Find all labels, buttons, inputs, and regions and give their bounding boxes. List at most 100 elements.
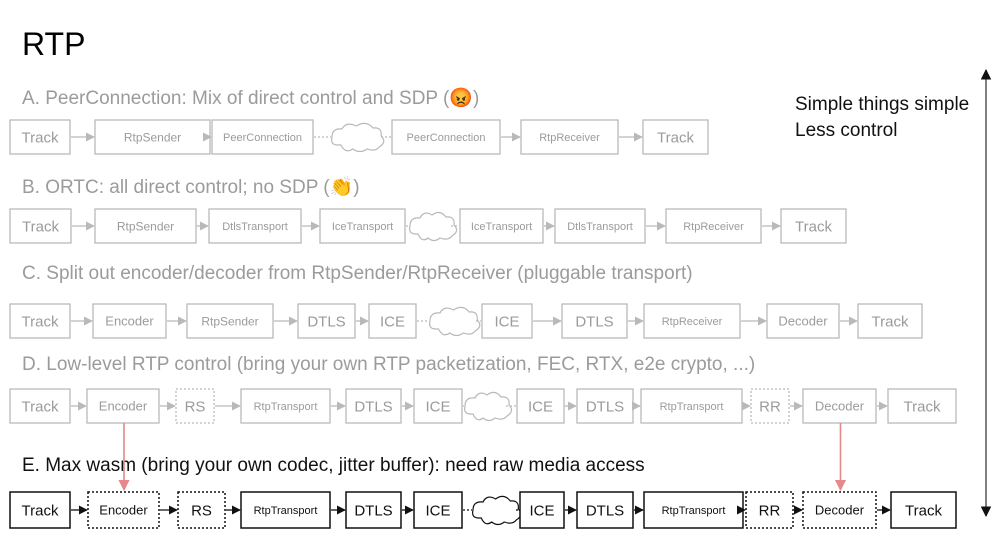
rtptransport-label: RtpTransport xyxy=(662,505,726,517)
rr-label: RR xyxy=(759,398,781,415)
track-label: Track xyxy=(22,398,59,415)
dtlstransport-box xyxy=(208,208,302,244)
dtls-box xyxy=(561,303,628,339)
track-box xyxy=(9,303,71,339)
rs-box xyxy=(175,388,215,424)
cloud-icon xyxy=(409,211,458,242)
ice-label: ICE xyxy=(425,502,450,519)
decoder-box xyxy=(766,303,840,339)
track-label: Track xyxy=(22,502,59,519)
dtlstransport-box xyxy=(554,208,646,244)
ice-box xyxy=(481,303,533,339)
dtls-label: DTLS xyxy=(586,398,624,415)
cloud-icon xyxy=(331,122,385,153)
ice-box xyxy=(413,491,463,529)
slide-title: RTP xyxy=(22,26,86,62)
track-box xyxy=(9,491,71,529)
dtls-box xyxy=(576,491,634,529)
peerconnection-label: PeerConnection xyxy=(407,132,486,144)
track-box xyxy=(857,303,923,339)
track-box xyxy=(642,119,709,155)
peerconnection-box xyxy=(211,119,314,155)
rtpreceiver-label: RtpReceiver xyxy=(683,221,744,233)
track-box xyxy=(887,388,957,424)
rtpreceiver-box xyxy=(520,119,619,155)
decoder-box xyxy=(802,491,877,529)
rtptransport-label: RtpTransport xyxy=(660,401,724,413)
side-note-line-1: Simple things simple xyxy=(795,94,970,115)
icetransport-box xyxy=(459,208,544,244)
encoder-box xyxy=(92,303,167,339)
icetransport-box xyxy=(319,208,406,244)
side-note-line-2: Less control xyxy=(795,120,898,141)
track-box xyxy=(9,208,72,244)
ice-label: ICE xyxy=(528,398,553,415)
track-label: Track xyxy=(22,129,59,146)
cloud-icon xyxy=(464,391,513,422)
track-label: Track xyxy=(795,218,832,235)
track-label: Track xyxy=(905,502,942,519)
rtptransport-box xyxy=(240,491,331,529)
track-label: Track xyxy=(904,398,941,415)
rtptransport-label: RtpTransport xyxy=(254,505,318,517)
rtpreceiver-box xyxy=(665,208,762,244)
side-note: Simple things simple Less control xyxy=(795,92,969,144)
rtpreceiver-box xyxy=(643,303,741,339)
rtpreceiver-label: RtpReceiver xyxy=(662,316,723,328)
rtpsender-box xyxy=(186,303,274,339)
rtpreceiver-label: RtpReceiver xyxy=(539,132,600,144)
ice-box xyxy=(413,388,463,424)
ice-box xyxy=(519,491,565,529)
rtptransport-label: RtpTransport xyxy=(254,401,318,413)
encoder-label: Encoder xyxy=(99,399,148,414)
rtpsender-label: RtpSender xyxy=(201,314,258,328)
dtls-box xyxy=(576,388,634,424)
rs-box xyxy=(177,491,226,529)
row-a-heading: A. PeerConnection: Mix of direct control… xyxy=(22,88,480,109)
rr-box xyxy=(745,491,794,529)
track-box xyxy=(890,491,957,529)
track-label: Track xyxy=(22,313,59,330)
dtls-label: DTLS xyxy=(575,313,613,330)
track-box xyxy=(9,388,71,424)
row-a-pipeline: Track RtpSender PeerConnection PeerConnecti… xyxy=(9,119,709,155)
track-box xyxy=(780,208,847,244)
track-label: Track xyxy=(657,129,694,146)
track-label: Track xyxy=(22,218,59,235)
row-c-heading: C. Split out encoder/decoder from RtpSen… xyxy=(22,263,693,284)
dtls-label: DTLS xyxy=(354,502,392,519)
ice-box xyxy=(516,388,565,424)
rs-label: RS xyxy=(191,502,212,519)
rtpsender-box xyxy=(94,119,211,155)
encoder-box xyxy=(86,388,160,424)
rtpsender-box xyxy=(94,208,197,244)
dtlstransport-label: DtlsTransport xyxy=(567,221,633,233)
dtls-label: DTLS xyxy=(586,502,624,519)
row-d-heading: D. Low-level RTP control (bring your own… xyxy=(22,354,756,375)
ice-label: ICE xyxy=(425,398,450,415)
ice-box xyxy=(368,303,417,339)
dtls-box xyxy=(345,388,402,424)
track-label: Track xyxy=(872,313,909,330)
rs-label: RS xyxy=(185,398,206,415)
peerconnection-label: PeerConnection xyxy=(223,132,302,144)
decoder-box xyxy=(802,388,877,424)
rtptransport-box xyxy=(240,388,331,424)
rtpsender-label: RtpSender xyxy=(124,130,181,144)
ice-label: ICE xyxy=(494,313,519,330)
ice-label: ICE xyxy=(529,502,554,519)
cloud-icon xyxy=(429,306,481,337)
row-e-heading: E. Max wasm (bring your own codec, jitte… xyxy=(22,455,645,476)
icetransport-label: IceTransport xyxy=(332,221,393,233)
rr-label: RR xyxy=(759,502,781,519)
encoder-box xyxy=(87,491,160,529)
track-box xyxy=(9,119,71,155)
decoder-label: Decoder xyxy=(778,314,828,329)
dtls-label: DTLS xyxy=(307,313,345,330)
dtlstransport-label: DtlsTransport xyxy=(222,221,288,233)
